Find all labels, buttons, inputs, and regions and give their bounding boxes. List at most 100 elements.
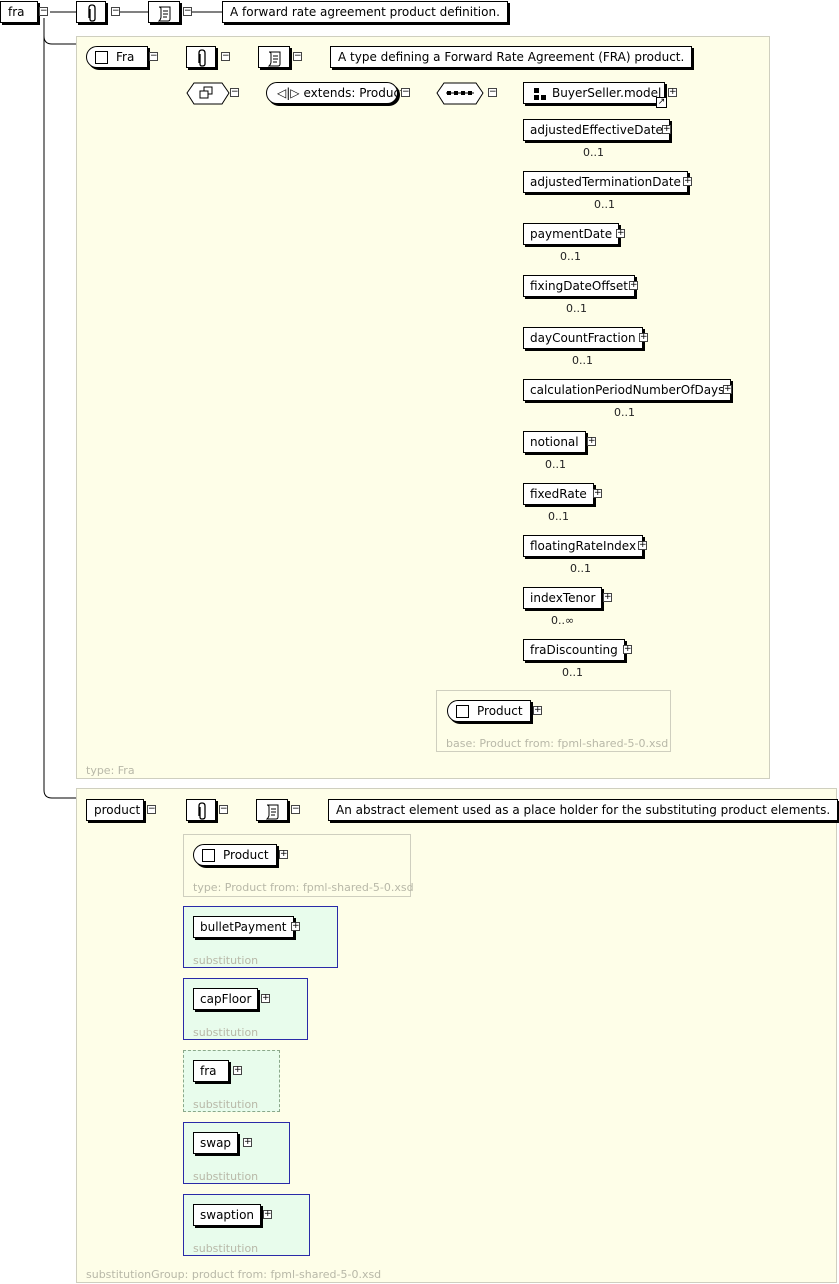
element-floatingRateIndex[interactable]: floatingRateIndex: [523, 535, 644, 557]
fra-annotation-toggle[interactable]: −: [221, 51, 230, 61]
base-expand-toggle[interactable]: +: [533, 705, 542, 715]
expand-toggle[interactable]: +: [639, 332, 648, 342]
root-annotation[interactable]: [76, 1, 106, 23]
element-fraDiscounting[interactable]: fraDiscounting: [523, 639, 625, 661]
root-collapse-toggle[interactable]: −: [39, 6, 48, 16]
extends-product-node[interactable]: ◁|▷extends: Product: [266, 82, 405, 104]
occurrence: 0..1: [583, 146, 604, 159]
scroll-icon: [267, 51, 281, 67]
element-fixingDateOffset[interactable]: fixingDateOffset: [523, 275, 635, 297]
occurrence: 0..1: [570, 562, 591, 575]
base-product-type[interactable]: Product: [447, 700, 531, 722]
element-label: swap: [200, 1136, 232, 1150]
expand-toggle[interactable]: +: [683, 176, 692, 186]
element-indexTenor[interactable]: indexTenor: [523, 587, 603, 609]
expand-toggle[interactable]: +: [243, 1137, 252, 1147]
element-label: swaption: [200, 1208, 255, 1222]
product-type-caption: type: Product from: fpml-shared-5-0.xsd: [193, 881, 414, 894]
expand-toggle[interactable]: +: [723, 384, 732, 394]
extends-label: extends: Product: [303, 86, 405, 100]
group-expand-toggle[interactable]: +: [668, 87, 677, 97]
fra-documentation[interactable]: [258, 46, 290, 68]
occurrence: 0..1: [562, 666, 583, 679]
substitution-caption: substitution: [193, 1026, 259, 1039]
expand-toggle[interactable]: +: [291, 921, 300, 931]
element-paymentDate[interactable]: paymentDate: [523, 223, 620, 245]
element-capFloor[interactable]: capFloor: [193, 988, 259, 1010]
group-label: BuyerSeller.model: [552, 86, 662, 100]
extension-arrows-icon: ◁|▷: [277, 86, 300, 100]
element-label: capFloor: [200, 992, 252, 1006]
product-annotation[interactable]: [186, 799, 216, 821]
product-type-node[interactable]: Product: [193, 844, 277, 866]
expand-toggle[interactable]: +: [623, 644, 632, 654]
expand-toggle[interactable]: +: [662, 124, 671, 134]
sequence-icon: [446, 91, 474, 95]
fra-type-footer: type: Fra: [86, 764, 135, 777]
occurrence: 0..1: [614, 406, 635, 419]
element-label: product: [94, 803, 141, 817]
complex-type-fra[interactable]: Fra: [86, 46, 148, 68]
sequence-node[interactable]: [436, 82, 486, 106]
element-label: fixedRate: [530, 487, 587, 501]
element-bulletPayment[interactable]: bulletPayment: [193, 916, 294, 938]
expand-toggle[interactable]: +: [603, 592, 612, 602]
element-dayCountFraction[interactable]: dayCountFraction: [523, 327, 643, 349]
element-label: calculationPeriodNumberOfDays: [530, 383, 725, 397]
expand-toggle[interactable]: +: [638, 540, 647, 550]
element-swap[interactable]: swap: [193, 1132, 239, 1154]
group-buyerseller-model[interactable]: BuyerSeller.model: [523, 82, 665, 104]
sequence-collapse-toggle[interactable]: −: [488, 87, 497, 97]
expand-toggle[interactable]: +: [261, 993, 270, 1003]
product-collapse-toggle[interactable]: −: [147, 804, 156, 814]
extension-node[interactable]: [186, 82, 230, 106]
element-fixedRate[interactable]: fixedRate: [523, 483, 594, 505]
product-documentation-toggle[interactable]: −: [291, 804, 300, 814]
element-label: dayCountFraction: [530, 331, 636, 345]
element-notional[interactable]: notional: [523, 431, 586, 453]
element-adjustedEffectiveDate[interactable]: adjustedEffectiveDate: [523, 119, 670, 141]
element-label: adjustedTerminationDate: [530, 175, 681, 189]
expand-toggle[interactable]: +: [629, 280, 638, 290]
product-annotation-toggle[interactable]: −: [219, 804, 228, 814]
element-product[interactable]: product: [86, 799, 144, 821]
documentation-collapse-toggle[interactable]: −: [183, 6, 192, 16]
root-documentation[interactable]: [148, 1, 180, 23]
element-label: notional: [530, 435, 579, 449]
fra-documentation-toggle[interactable]: −: [293, 51, 302, 61]
extension-collapse-toggle[interactable]: −: [230, 87, 239, 97]
product-documentation[interactable]: [256, 799, 288, 821]
fra-documentation-text: A type defining a Forward Rate Agreement…: [330, 46, 693, 68]
element-swaption[interactable]: swaption: [193, 1204, 262, 1226]
annotation-collapse-toggle[interactable]: −: [111, 6, 120, 16]
element-label: bulletPayment: [200, 920, 287, 934]
product-footer: substitutionGroup: product from: fpml-sh…: [86, 1268, 382, 1281]
base-caption: base: Product from: fpml-shared-5-0.xsd: [446, 737, 669, 750]
element-adjustedTerminationDate[interactable]: adjustedTerminationDate: [523, 171, 688, 193]
root-documentation-text: A forward rate agreement product definit…: [222, 1, 508, 23]
element-label: indexTenor: [530, 591, 596, 605]
element-calculationPeriodNumberOfDays[interactable]: calculationPeriodNumberOfDays: [523, 379, 732, 401]
link-arrow-icon[interactable]: ↗: [656, 97, 667, 108]
occurrence: 0..1: [566, 302, 587, 315]
extension-icon: [199, 86, 213, 99]
expand-toggle[interactable]: +: [233, 1065, 242, 1075]
checkbox-icon: [456, 705, 469, 718]
expand-toggle[interactable]: +: [593, 488, 602, 498]
expand-toggle[interactable]: +: [616, 228, 625, 238]
checkbox-icon: [95, 51, 108, 64]
fra-collapse-toggle[interactable]: −: [149, 51, 158, 61]
extends-collapse-toggle[interactable]: −: [401, 87, 410, 97]
scroll-icon: [157, 6, 171, 22]
element-label: fixingDateOffset: [530, 279, 628, 293]
paperclip-icon: [88, 4, 96, 22]
element-fra[interactable]: fra: [193, 1060, 229, 1082]
root-element-fra[interactable]: fra: [0, 1, 38, 23]
occurrence: 0..∞: [551, 614, 575, 627]
fra-annotation[interactable]: [186, 46, 216, 68]
expand-toggle[interactable]: +: [587, 436, 596, 446]
product-type-expand-toggle[interactable]: +: [279, 849, 288, 859]
occurrence: 0..1: [545, 458, 566, 471]
expand-toggle[interactable]: +: [263, 1209, 272, 1219]
occurrence: 0..1: [572, 354, 593, 367]
